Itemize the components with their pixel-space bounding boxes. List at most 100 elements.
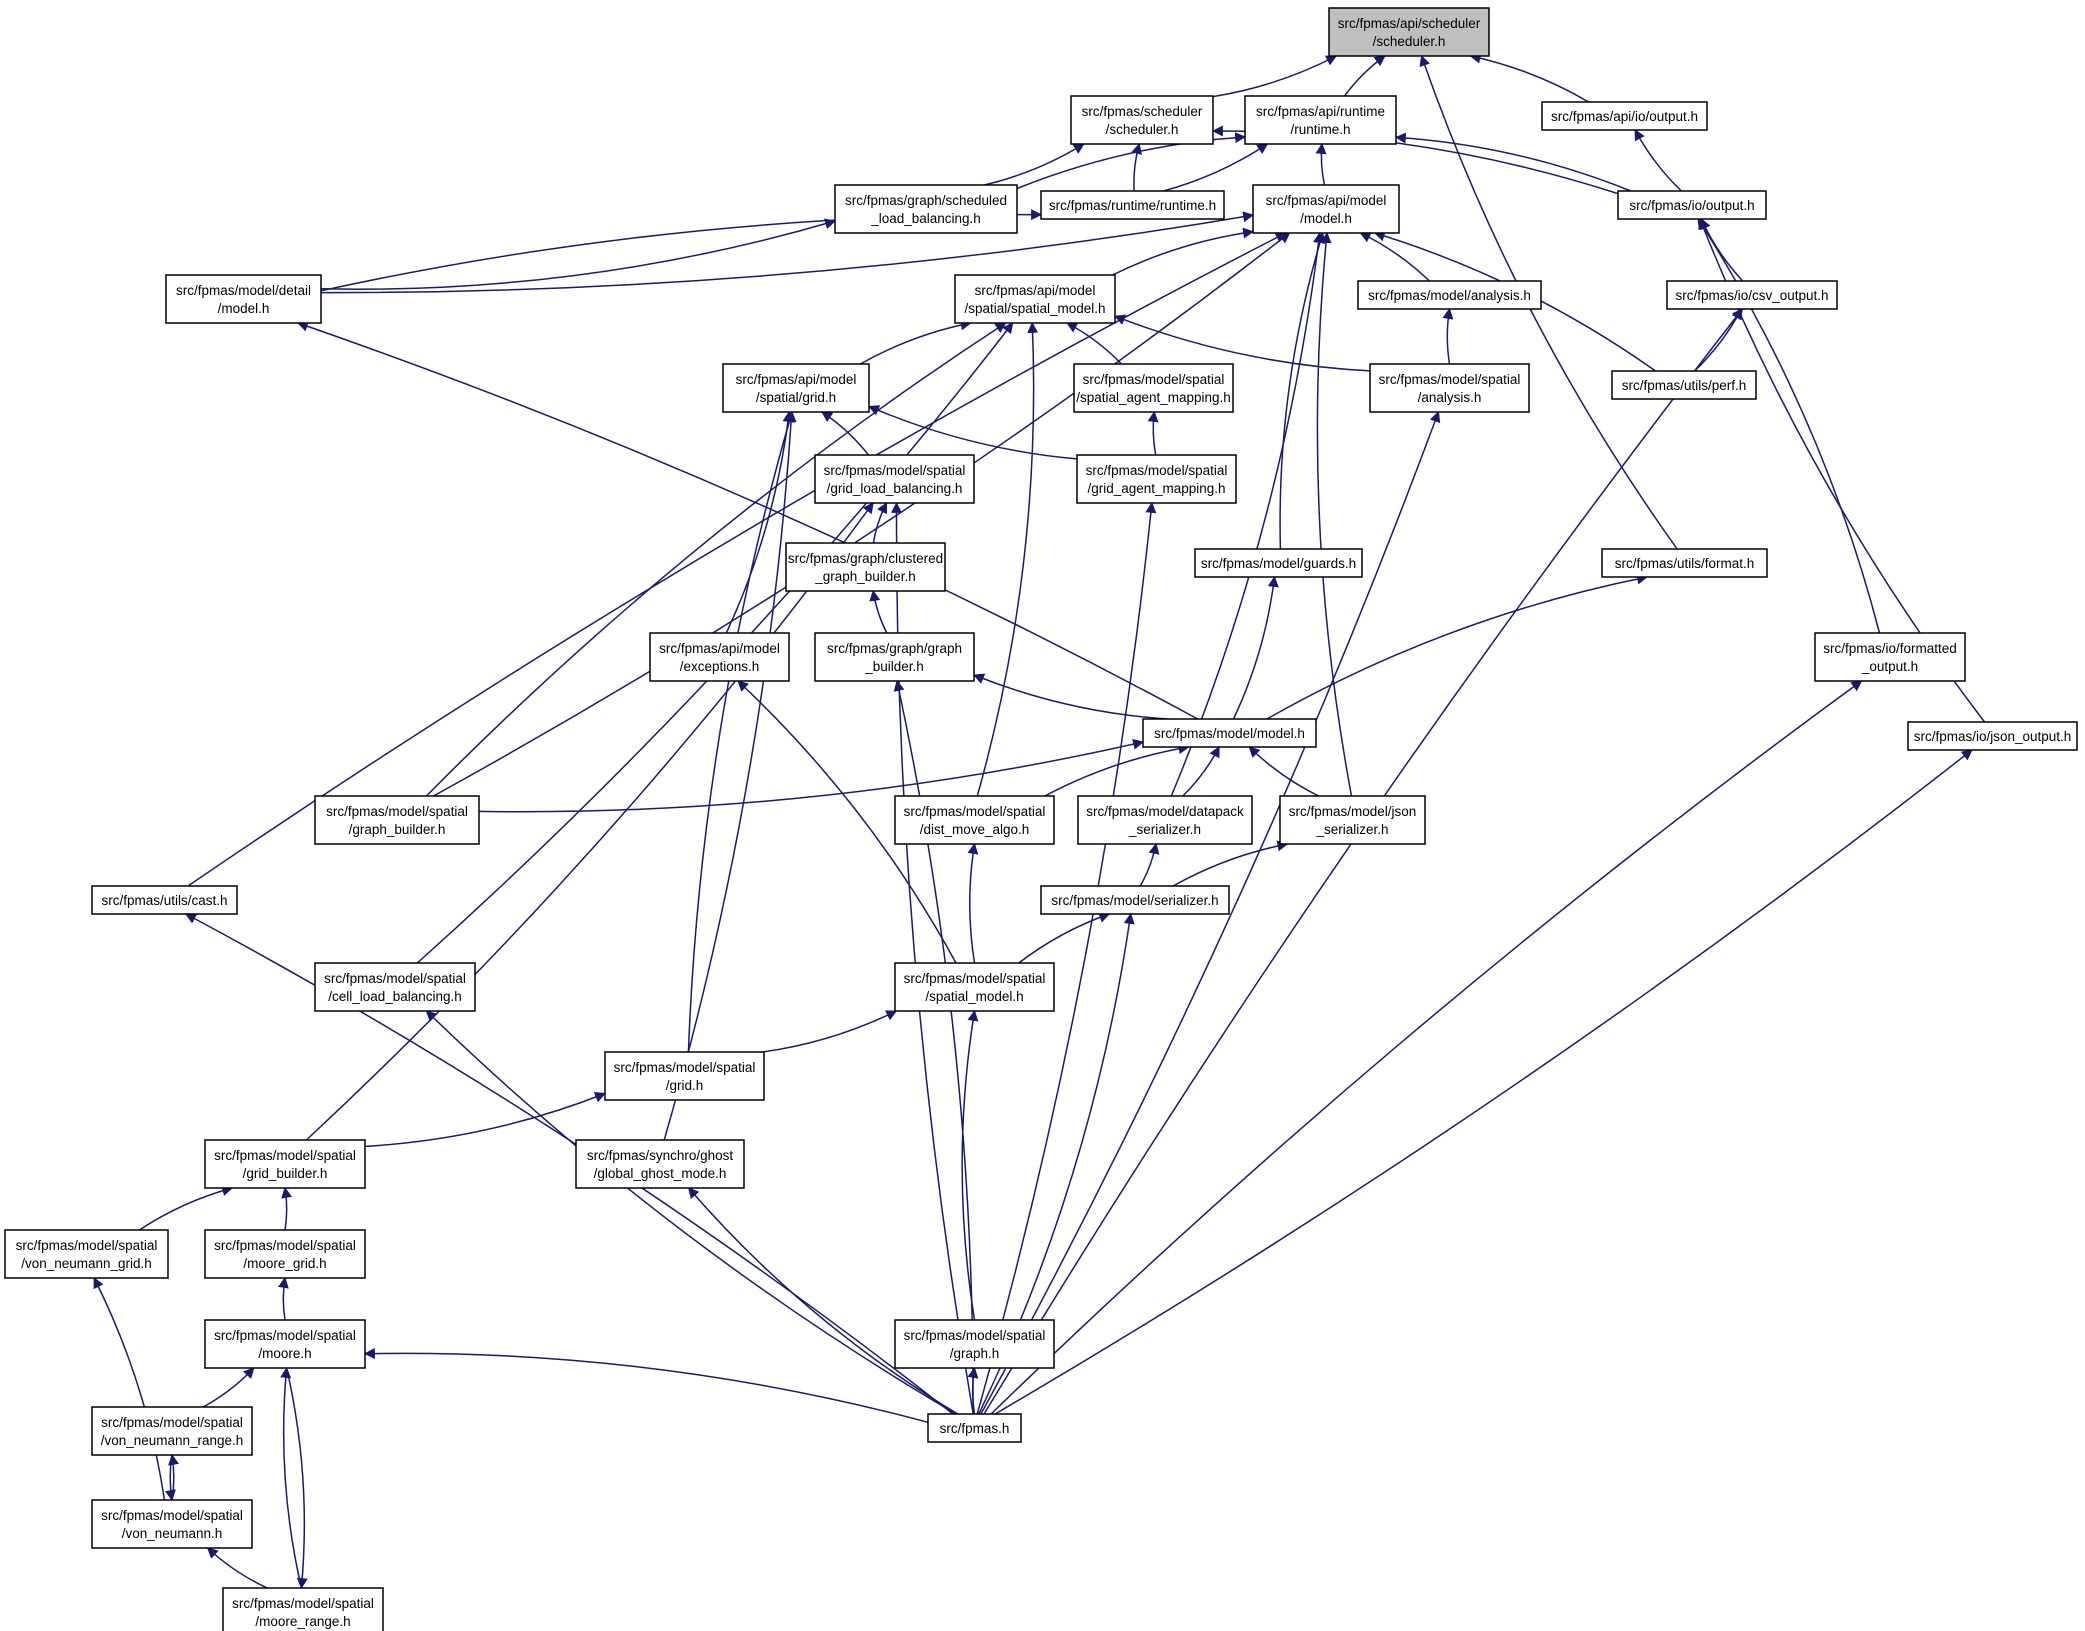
node-label: src/fpmas/utils/cast.h bbox=[101, 893, 227, 908]
node-label: /moore.h bbox=[258, 1346, 311, 1361]
edge-grid_builder-to-grid_lb bbox=[305, 502, 874, 1141]
node-cast[interactable]: src/fpmas/utils/cast.h bbox=[91, 885, 238, 915]
node-api-runtime[interactable]: src/fpmas/api/runtime/runtime.h bbox=[1244, 95, 1397, 145]
edge-grid_agent_mapping-to-api_grid bbox=[867, 405, 1078, 460]
node-label: src/fpmas/model/spatial bbox=[904, 804, 1046, 819]
node-io-output[interactable]: src/fpmas/io/output.h bbox=[1617, 190, 1767, 220]
node-box bbox=[1040, 885, 1230, 915]
edge-grid_lb-to-api_grid bbox=[821, 411, 870, 456]
node-spatial-graph-builder[interactable]: src/fpmas/model/spatial/graph_builder.h bbox=[314, 795, 480, 845]
node-dist-move[interactable]: src/fpmas/model/spatial/dist_move_algo.h bbox=[894, 795, 1055, 845]
node-format[interactable]: src/fpmas/utils/format.h bbox=[1601, 548, 1768, 578]
node-box bbox=[1070, 95, 1214, 145]
node-label: src/fpmas/api/io/output.h bbox=[1551, 109, 1698, 124]
node-spatial-agent-mapping[interactable]: src/fpmas/model/spatial/spatial_agent_ma… bbox=[1073, 363, 1234, 413]
node-box bbox=[1814, 632, 1966, 682]
edge-json_ser-to-model_model bbox=[1248, 746, 1319, 797]
edge-io_output-to-api_runtime bbox=[1394, 132, 1632, 192]
node-api-model[interactable]: src/fpmas/api/model/model.h bbox=[1252, 184, 1400, 234]
edge-spatial_graph_builder-to-model_model bbox=[478, 738, 1145, 813]
node-guards[interactable]: src/fpmas/model/guards.h bbox=[1194, 548, 1363, 578]
edge-fpmas-to-ghost bbox=[687, 1187, 959, 1415]
edge-spatial_model-to-dist_move bbox=[967, 842, 979, 964]
node-box bbox=[894, 795, 1055, 845]
node-perf[interactable]: src/fpmas/utils/perf.h bbox=[1611, 370, 1757, 400]
node-box bbox=[1369, 363, 1530, 413]
node-api-io-output[interactable]: src/fpmas/api/io/output.h bbox=[1541, 101, 1708, 131]
node-vn[interactable]: src/fpmas/model/spatial/von_neumann.h bbox=[91, 1499, 253, 1549]
node-model-analysis[interactable]: src/fpmas/model/analysis.h bbox=[1357, 280, 1542, 310]
node-spatial-model[interactable]: src/fpmas/model/spatial/spatial_model.h bbox=[894, 962, 1055, 1012]
node-spatial-grid[interactable]: src/fpmas/model/spatial/grid.h bbox=[604, 1051, 765, 1101]
node-grid-builder[interactable]: src/fpmas/model/spatial/grid_builder.h bbox=[204, 1139, 366, 1189]
node-label: src/fpmas/model/analysis.h bbox=[1368, 288, 1531, 303]
edge-fpmas-to-csv_output bbox=[983, 308, 1744, 1415]
edge-model_model-to-guards bbox=[1232, 575, 1279, 720]
node-box bbox=[204, 1319, 366, 1369]
node-vn-range[interactable]: src/fpmas/model/spatial/von_neumann_rang… bbox=[91, 1406, 253, 1456]
node-label: src/fpmas/graph/graph bbox=[827, 641, 962, 656]
edge-graph_sched_lb-to-scheduler bbox=[984, 143, 1085, 186]
node-spatial-graph[interactable]: src/fpmas/model/spatial/graph.h bbox=[894, 1319, 1055, 1369]
edge-fpmas-to-graph_builder bbox=[893, 679, 974, 1415]
node-label: /moore_grid.h bbox=[243, 1256, 326, 1271]
node-moore-grid[interactable]: src/fpmas/model/spatial/moore_grid.h bbox=[204, 1229, 366, 1279]
edge-spatial_model-to-serializer bbox=[1018, 912, 1111, 964]
edge-vn_range-to-vn bbox=[165, 1454, 176, 1502]
node-runtime[interactable]: src/fpmas/runtime/runtime.h bbox=[1040, 190, 1225, 220]
node-box bbox=[204, 1229, 366, 1279]
edge-moore-to-moore_grid bbox=[277, 1276, 289, 1321]
node-label: src/fpmas/io/json_output.h bbox=[1914, 729, 2072, 744]
node-label: src/fpmas/io/csv_output.h bbox=[1675, 288, 1828, 303]
node-api-scheduler[interactable]: src/fpmas/api/scheduler/scheduler.h bbox=[1328, 7, 1490, 57]
node-json-ser[interactable]: src/fpmas/model/json_serializer.h bbox=[1279, 795, 1426, 845]
edge-vn-to-vn_grid bbox=[93, 1277, 166, 1501]
node-datapack[interactable]: src/fpmas/model/datapack_serializer.h bbox=[1077, 795, 1253, 845]
node-clustered[interactable]: src/fpmas/graph/clustered_graph_builder.… bbox=[785, 542, 946, 592]
node-model-detail[interactable]: src/fpmas/model/detail/model.h bbox=[165, 274, 322, 324]
node-vn-grid[interactable]: src/fpmas/model/spatial/von_neumann_grid… bbox=[4, 1229, 169, 1279]
edge-formatted_output-to-io_output bbox=[1697, 218, 1881, 634]
node-ghost[interactable]: src/fpmas/synchro/ghost/global_ghost_mod… bbox=[575, 1139, 745, 1189]
node-cell-lb[interactable]: src/fpmas/model/spatial/cell_load_balanc… bbox=[314, 962, 476, 1012]
node-model-model[interactable]: src/fpmas/model/model.h bbox=[1142, 718, 1317, 748]
node-scheduler[interactable]: src/fpmas/scheduler/scheduler.h bbox=[1070, 95, 1214, 145]
edge-serializer-to-json_ser bbox=[1172, 840, 1289, 887]
edge-fpmas-to-spatial_graph bbox=[967, 1366, 979, 1415]
node-label: src/fpmas/model/json bbox=[1289, 804, 1417, 819]
node-moore[interactable]: src/fpmas/model/spatial/moore.h bbox=[204, 1319, 366, 1369]
node-grid-lb[interactable]: src/fpmas/model/spatial/grid_load_balanc… bbox=[814, 454, 975, 504]
edge-api_spatial_model-to-api_model bbox=[1112, 227, 1255, 276]
node-label: src/fpmas/model/spatial bbox=[214, 1238, 356, 1253]
node-label: src/fpmas/api/model bbox=[659, 641, 780, 656]
node-serializer[interactable]: src/fpmas/model/serializer.h bbox=[1040, 885, 1230, 915]
node-label: /runtime.h bbox=[1290, 122, 1350, 137]
node-csv-output[interactable]: src/fpmas/io/csv_output.h bbox=[1666, 280, 1838, 310]
node-exceptions[interactable]: src/fpmas/api/model/exceptions.h bbox=[649, 632, 790, 682]
node-fpmas[interactable]: src/fpmas.h bbox=[927, 1413, 1022, 1443]
edge-json_ser-to-api_model bbox=[1316, 231, 1353, 797]
edge-format-to-api_scheduler bbox=[1419, 54, 1678, 550]
node-box bbox=[314, 795, 480, 845]
node-grid-agent-mapping[interactable]: src/fpmas/model/spatial/grid_agent_mappi… bbox=[1076, 454, 1237, 504]
node-box bbox=[1328, 7, 1490, 57]
node-label: /grid_load_balancing.h bbox=[827, 481, 963, 496]
node-moore-range[interactable]: src/fpmas/model/spatial/moore_range.h bbox=[222, 1587, 384, 1631]
node-label: /von_neumann_grid.h bbox=[21, 1256, 152, 1271]
edge-api_model-to-api_runtime bbox=[1315, 142, 1327, 186]
node-label: src/fpmas/model/spatial bbox=[16, 1238, 158, 1253]
edge-io_output-to-api_io_output bbox=[1634, 129, 1682, 192]
node-box bbox=[1252, 184, 1400, 234]
node-graph-builder[interactable]: src/fpmas/graph/graph_builder.h bbox=[814, 632, 975, 682]
node-label: /von_neumann_range.h bbox=[101, 1433, 244, 1448]
node-box bbox=[222, 1587, 384, 1631]
node-formatted-output[interactable]: src/fpmas/io/formatted_output.h bbox=[1814, 632, 1966, 682]
node-spatial-analysis[interactable]: src/fpmas/model/spatial/analysis.h bbox=[1369, 363, 1530, 413]
node-graph-sched-lb[interactable]: src/fpmas/graph/scheduled_load_balancing… bbox=[834, 184, 1018, 234]
node-label: src/fpmas/model/guards.h bbox=[1201, 556, 1356, 571]
node-label: src/fpmas/synchro/ghost bbox=[587, 1148, 734, 1163]
node-json-output[interactable]: src/fpmas/io/json_output.h bbox=[1907, 721, 2078, 751]
node-api-spatial-model[interactable]: src/fpmas/api/model/spatial/spatial_mode… bbox=[954, 274, 1116, 324]
node-label: src/fpmas/scheduler bbox=[1082, 104, 1203, 119]
node-api-grid[interactable]: src/fpmas/api/model/spatial/grid.h bbox=[722, 363, 870, 413]
